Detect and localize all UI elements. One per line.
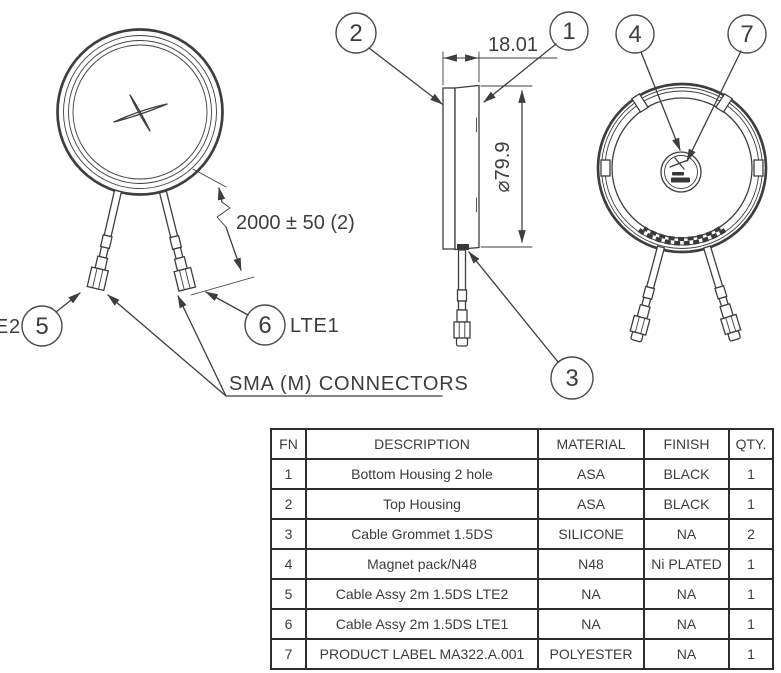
front-view: 2000 ± 50 (2) 5 E2 6 LTE1 SMA (M) CONNEC… — [0, 28, 469, 397]
side-view: 18.01 ⌀79.9 2 1 3 — [335, 11, 594, 400]
cell-qty: 1 — [728, 488, 774, 520]
bottom-housing-outline — [454, 84, 480, 251]
table-row: 4 Magnet pack/N48 N48 Ni PLATED 1 — [270, 548, 774, 580]
rim-notch — [600, 159, 611, 177]
width-dim-text: 18.01 — [488, 34, 538, 56]
cell-material: NA — [537, 608, 645, 640]
cell-finish: NA — [643, 638, 730, 670]
cell-finish: BLACK — [643, 458, 730, 490]
cell-fn: 6 — [270, 608, 307, 640]
cell-finish: NA — [643, 578, 730, 610]
dimension-width: 18.01 — [442, 34, 558, 86]
table-header-row: FN DESCRIPTION MATERIAL FINISH QTY. — [270, 428, 774, 460]
table-row: 5 Cable Assy 2m 1.5DS LTE2 NA NA 1 — [270, 578, 774, 610]
antenna-front-outline — [56, 28, 224, 196]
grip-serration — [637, 228, 727, 246]
cell-fn: 3 — [270, 518, 307, 550]
svg-text:4: 4 — [628, 21, 641, 48]
cell-finish: NA — [643, 608, 730, 640]
col-header-qty: QTY. — [728, 428, 774, 460]
sma-connectors-label: SMA (M) CONNECTORS — [229, 373, 469, 395]
cell-description: Cable Grommet 1.5DS — [305, 518, 539, 550]
cell-material: POLYESTER — [537, 638, 645, 670]
table-row: 6 Cable Assy 2m 1.5DS LTE1 NA NA 1 — [270, 608, 774, 640]
cell-qty: 1 — [728, 578, 774, 610]
cell-material: N48 — [537, 548, 645, 580]
cable-back-right — [702, 245, 742, 342]
col-header-description: DESCRIPTION — [305, 428, 539, 460]
cell-material: ASA — [537, 488, 645, 520]
antenna-back-outline — [596, 82, 768, 254]
callout-7: 7 — [686, 14, 767, 162]
sma-connector-icon — [453, 321, 471, 339]
table-row: 1 Bottom Housing 2 hole ASA BLACK 1 — [270, 458, 774, 490]
lte1-label: LTE1 — [290, 315, 340, 337]
cable-side — [453, 249, 471, 347]
svg-text:7: 7 — [740, 21, 753, 48]
cell-fn: 5 — [270, 578, 307, 610]
cell-material: ASA — [537, 458, 645, 490]
col-header-fn: FN — [270, 428, 307, 460]
top-housing-outline — [442, 87, 456, 250]
rim-notch — [753, 159, 764, 177]
logo-star-icon — [113, 94, 168, 132]
callout-5: 5 — [21, 292, 81, 347]
cell-fn: 1 — [270, 458, 307, 490]
table-row: 7 PRODUCT LABEL MA322.A.001 POLYESTER NA… — [270, 638, 774, 670]
callout-2: 2 — [335, 12, 443, 105]
back-view: 4 7 — [596, 14, 768, 343]
cell-qty: 1 — [728, 548, 774, 580]
cell-qty: 1 — [728, 608, 774, 640]
callout-4: 4 — [615, 14, 681, 152]
rim-notch — [630, 92, 650, 114]
bom-table: FN DESCRIPTION MATERIAL FINISH QTY. 1 Bo… — [270, 428, 774, 670]
cell-description: Cable Assy 2m 1.5DS LTE1 — [305, 608, 539, 640]
cell-finish: BLACK — [643, 488, 730, 520]
cell-qty: 2 — [728, 518, 774, 550]
label-logo-icon — [669, 157, 689, 170]
callout-1: 1 — [483, 11, 589, 103]
table-row: 3 Cable Grommet 1.5DS SILICONE NA 2 — [270, 518, 774, 550]
dimension-cable-length: 2000 ± 50 (2) — [190, 168, 355, 296]
svg-text:6: 6 — [258, 312, 271, 339]
callout-3: 3 — [468, 251, 594, 400]
cell-description: Cable Assy 2m 1.5DS LTE2 — [305, 578, 539, 610]
cell-finish: Ni PLATED — [643, 548, 730, 580]
bom-table-container: FN DESCRIPTION MATERIAL FINISH QTY. 1 Bo… — [270, 428, 774, 670]
rim-notch — [714, 92, 734, 114]
dimension-diameter: ⌀79.9 — [480, 85, 533, 248]
svg-text:2: 2 — [349, 20, 362, 47]
cell-material: NA — [537, 578, 645, 610]
callout-6: 6 — [205, 291, 286, 346]
col-header-finish: FINISH — [643, 428, 730, 460]
sma-connector-icon — [173, 266, 197, 292]
cell-material: SILICONE — [537, 518, 645, 550]
cable-lte1 — [158, 190, 197, 292]
table-row: 2 Top Housing ASA BLACK 1 — [270, 488, 774, 520]
cable-length-dim-text: 2000 ± 50 (2) — [236, 212, 355, 234]
svg-text:1: 1 — [562, 18, 575, 45]
cell-description: Bottom Housing 2 hole — [305, 458, 539, 490]
lte2-label: E2 — [0, 316, 21, 338]
cell-description: Magnet pack/N48 — [305, 548, 539, 580]
cell-fn: 7 — [270, 638, 307, 670]
product-label — [660, 151, 702, 193]
sma-connector-icon — [86, 266, 110, 292]
cell-finish: NA — [643, 518, 730, 550]
svg-text:3: 3 — [565, 365, 578, 392]
cell-description: Top Housing — [305, 488, 539, 520]
sma-connectors-note: SMA (M) CONNECTORS — [107, 294, 469, 397]
cable-grommet — [457, 244, 469, 250]
cell-description: PRODUCT LABEL MA322.A.001 — [305, 638, 539, 670]
cell-fn: 4 — [270, 548, 307, 580]
cable-back-left — [629, 245, 666, 343]
technical-drawing: 2000 ± 50 (2) 5 E2 6 LTE1 SMA (M) CONNEC… — [0, 11, 768, 400]
cell-fn: 2 — [270, 488, 307, 520]
svg-text:5: 5 — [35, 313, 48, 340]
cell-qty: 1 — [728, 638, 774, 670]
diameter-dim-text: ⌀79.9 — [492, 142, 514, 193]
col-header-material: MATERIAL — [537, 428, 645, 460]
cell-qty: 1 — [728, 458, 774, 490]
cable-lte2 — [86, 189, 123, 292]
